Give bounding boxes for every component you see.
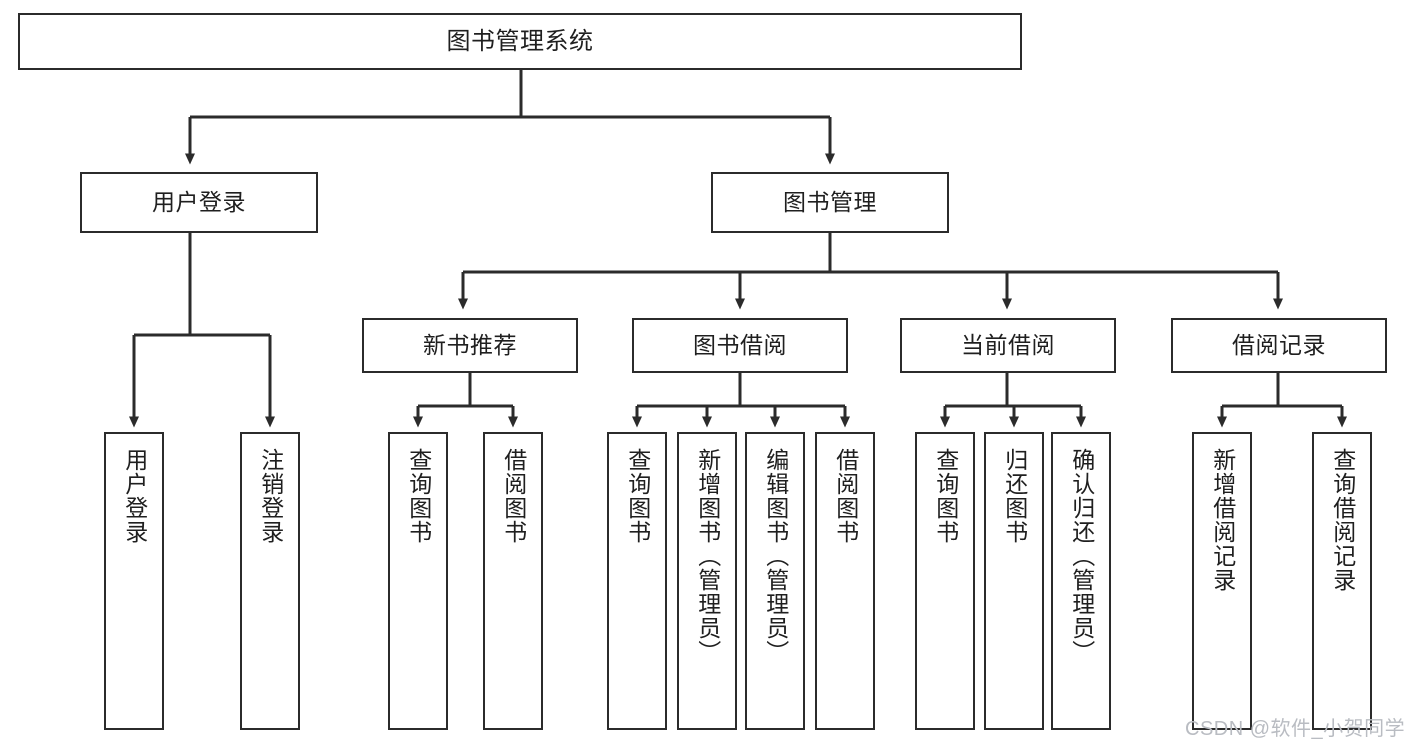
csdn-watermark: CSDN @软件_小贺同学 xyxy=(1185,718,1405,740)
node-leaf-confirm-return-admin[interactable]: 确认归还（管理员） xyxy=(1051,432,1111,730)
node-label: 新增图书（管理员） xyxy=(694,448,721,664)
node-label: 查询图书 xyxy=(932,448,959,544)
node-leaf-query-book-current[interactable]: 查询图书 xyxy=(915,432,975,730)
node-leaf-query-book-recommend[interactable]: 查询图书 xyxy=(388,432,448,730)
node-label: 图书管理系统 xyxy=(446,27,594,55)
node-leaf-edit-book-admin[interactable]: 编辑图书（管理员） xyxy=(745,432,805,730)
node-current-borrow[interactable]: 当前借阅 xyxy=(900,318,1116,373)
node-label: 查询图书 xyxy=(624,448,651,544)
node-new-book-recommend[interactable]: 新书推荐 xyxy=(362,318,578,373)
node-leaf-query-borrow-record[interactable]: 查询借阅记录 xyxy=(1312,432,1372,730)
node-user-login[interactable]: 用户登录 xyxy=(80,172,318,233)
node-leaf-add-book-admin[interactable]: 新增图书（管理员） xyxy=(677,432,737,730)
node-label: 查询借阅记录 xyxy=(1329,448,1356,592)
node-label: 用户登录 xyxy=(152,189,246,216)
node-leaf-borrow-book[interactable]: 借阅图书 xyxy=(815,432,875,730)
node-leaf-add-borrow-record[interactable]: 新增借阅记录 xyxy=(1192,432,1252,730)
node-book-borrow[interactable]: 图书借阅 xyxy=(632,318,848,373)
node-leaf-borrow-book-recommend[interactable]: 借阅图书 xyxy=(483,432,543,730)
node-label: 用户登录 xyxy=(121,448,148,544)
node-label: 新增借阅记录 xyxy=(1209,448,1236,592)
node-label: 借阅图书 xyxy=(832,448,859,544)
node-leaf-user-login[interactable]: 用户登录 xyxy=(104,432,164,730)
node-label: 新书推荐 xyxy=(423,332,517,359)
node-root-book-management-system[interactable]: 图书管理系统 xyxy=(18,13,1022,70)
node-label: 确认归还（管理员） xyxy=(1068,448,1095,664)
node-book-management[interactable]: 图书管理 xyxy=(711,172,949,233)
node-label: 图书管理 xyxy=(783,189,877,216)
node-label: 图书借阅 xyxy=(693,332,787,359)
node-label: 查询图书 xyxy=(405,448,432,544)
node-label: 归还图书 xyxy=(1001,448,1028,544)
node-borrow-record[interactable]: 借阅记录 xyxy=(1171,318,1387,373)
node-label: 注销登录 xyxy=(257,448,284,544)
node-leaf-return-book[interactable]: 归还图书 xyxy=(984,432,1044,730)
node-leaf-logout-login[interactable]: 注销登录 xyxy=(240,432,300,730)
node-leaf-query-book-borrow[interactable]: 查询图书 xyxy=(607,432,667,730)
node-label: 借阅记录 xyxy=(1232,332,1326,359)
node-label: 编辑图书（管理员） xyxy=(762,448,789,664)
node-label: 当前借阅 xyxy=(961,332,1055,359)
node-label: 借阅图书 xyxy=(500,448,527,544)
